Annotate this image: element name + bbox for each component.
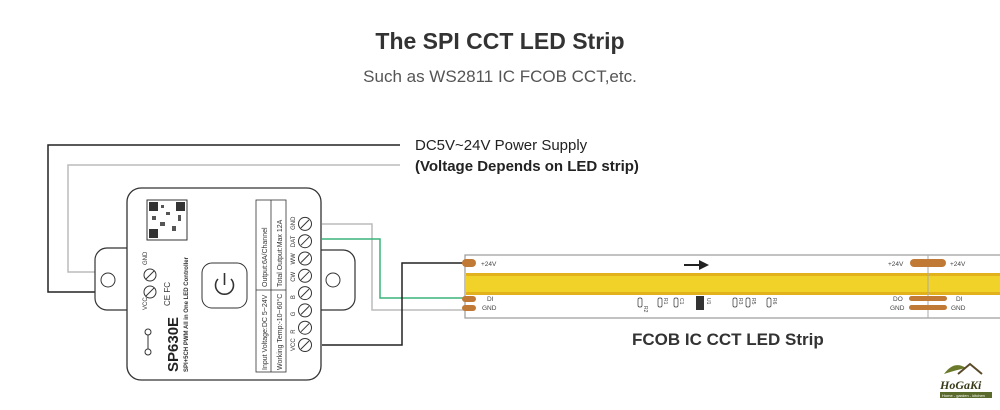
pad-label-24v: +24V	[481, 261, 497, 268]
ic-chip-u1	[696, 296, 704, 310]
spec-total-output: Total Output:Max 12A	[277, 219, 284, 287]
controller-model: SP630E	[165, 317, 182, 372]
strip-wire-vcc	[322, 262, 468, 346]
svg-text:HoGaKi: HoGaKi	[939, 378, 982, 392]
component-label-u1: U1	[705, 298, 711, 305]
qr-code	[146, 199, 188, 241]
pad-label-do: DO	[893, 296, 903, 303]
pad-label-24v-in: +24V	[950, 261, 966, 268]
spec-input-voltage: Input Voltage:DC 5~24V	[262, 294, 269, 370]
component-r1	[657, 297, 663, 308]
terminal-label-gnd: GND	[143, 251, 149, 265]
component-r5	[745, 297, 751, 308]
pad-label-gnd: GND	[482, 305, 497, 312]
pad-label-gnd-out: GND	[890, 305, 905, 312]
output-terminals: VCC R G B CW WW DAT GND	[291, 216, 312, 352]
terminal-label-r: R	[291, 329, 297, 334]
component-label-r5: R5	[750, 298, 756, 305]
strip-wire-data	[322, 238, 468, 299]
pad-label-di-in: DI	[956, 296, 963, 303]
power-button[interactable]	[201, 262, 248, 309]
power-supply-label: DC5V~24V Power Supply	[415, 137, 588, 154]
component-r3	[732, 297, 738, 308]
component-label-r3: R3	[737, 298, 743, 305]
pad-label-24v-out: +24V	[888, 261, 904, 268]
component-label-r6: R6	[771, 298, 777, 305]
terminal-label-b: B	[291, 295, 297, 299]
led-band	[466, 273, 1000, 295]
cert-marks: CE FC	[163, 282, 172, 306]
dc-polarity-icon	[144, 328, 152, 356]
power-icon	[214, 278, 235, 295]
component-label-r1: R1	[662, 298, 668, 305]
direction-arrow-icon	[684, 260, 709, 270]
component-r2	[637, 297, 643, 308]
component-label-r2: R2	[642, 306, 648, 313]
power-wire-vcc	[47, 144, 400, 293]
strip-label: FCOB IC CCT LED Strip	[632, 330, 824, 349]
terminal-label-g: G	[291, 311, 297, 316]
power-terminals	[143, 268, 157, 299]
spec-output: Output:6A/Channel	[262, 227, 269, 287]
controller-description: SPI+5CH PWM All in One LED Controller	[184, 256, 190, 372]
terminal-label-ww: WW	[291, 253, 297, 265]
power-supply-note: (Voltage Depends on LED strip)	[415, 158, 639, 175]
strip-components: R2 R1 C1 U1 R3 R5 R6	[637, 296, 777, 313]
hogaki-logo: HoGaKi Home - garden - kitchen	[936, 356, 996, 406]
page-title: The SPI CCT LED Strip	[375, 28, 625, 54]
pad-label-gnd-in: GND	[951, 305, 966, 312]
terminal-label-cw: CW	[291, 271, 297, 281]
power-wire-gnd	[67, 164, 400, 273]
page-subtitle: Such as WS2811 IC FCOB CCT,etc.	[363, 67, 637, 86]
component-r6	[766, 297, 772, 308]
component-label-c1: C1	[678, 298, 684, 305]
terminal-label-gnd: GND	[291, 216, 297, 230]
pad-label-di: DI	[487, 296, 494, 303]
terminal-label-dat: DAT	[291, 235, 297, 247]
strip-wire-gnd	[322, 223, 468, 311]
svg-text:Home - garden - kitchen: Home - garden - kitchen	[942, 393, 985, 398]
component-c1	[673, 297, 679, 308]
terminal-label-vcc: VCC	[291, 338, 297, 351]
terminal-label-vcc: VCC	[143, 297, 149, 310]
spec-working-temp: Working Temp:-10~60°C	[276, 294, 284, 370]
